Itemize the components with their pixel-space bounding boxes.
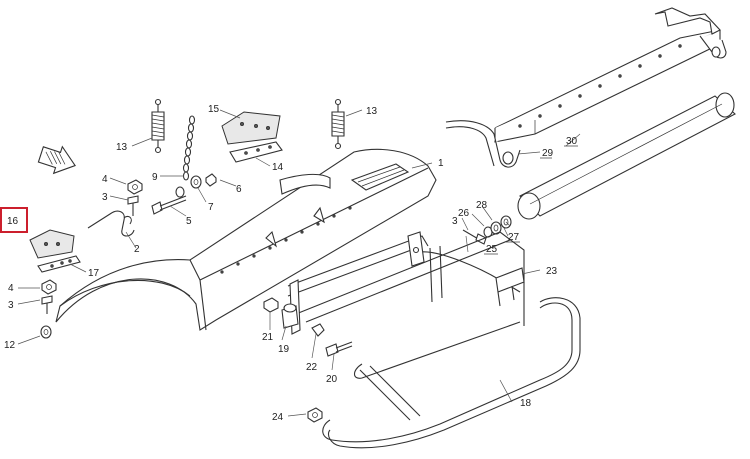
chain-9 [182,115,196,181]
plate-15 [221,111,281,145]
callout-28: 28 [476,200,488,211]
plate-16 [29,229,75,259]
spring-13-left [151,98,165,154]
callout-3-lower: 3 [8,300,14,311]
callout-9: 9 [152,172,158,183]
plate-17 [37,255,81,273]
direction-arrow-icon [37,145,76,175]
callout-2: 2 [134,244,140,255]
callout-underlines [484,145,578,255]
callout-25: 25 [486,244,498,255]
callout-16: 16 [7,216,19,227]
bracket-23 [495,267,525,307]
callout-1: 1 [438,158,444,169]
callout-3-right: 3 [452,216,458,227]
callout-26: 26 [458,208,470,219]
roller-tube-30 [517,92,736,220]
callout-15: 15 [208,104,220,115]
callout-5: 5 [186,216,192,227]
callout-29: 29 [542,148,554,159]
callout-labels: 1 2 3 4 5 6 7 9 13 13 14 15 17 4 3 12 21… [4,104,578,423]
bolt-25 [462,229,487,245]
callout-14: 14 [272,162,284,173]
bushing-19-21 [263,297,299,329]
callout-7: 7 [208,202,214,213]
bolt-20-22 [311,323,353,357]
bolt-5 [151,195,187,215]
callout-6: 6 [236,184,242,195]
frame-18 [287,231,581,449]
callout-24: 24 [272,412,284,423]
washers-26-27-28 [483,215,512,238]
highlighted-callout-16[interactable]: 16 [0,207,28,233]
nut-4-upper [127,179,143,195]
callout-12: 12 [4,340,16,351]
fender-guard-1 [55,148,437,331]
nut-24 [307,407,323,423]
plate-14 [229,141,283,163]
callout-19: 19 [278,344,290,355]
screw-3-upper [127,195,139,216]
callout-3: 3 [102,192,108,203]
callout-27: 27 [508,232,520,243]
nut-4-lower [41,279,57,295]
callout-22: 22 [306,362,318,373]
washer-12 [40,325,52,339]
callout-13-right: 13 [366,106,378,117]
channel-bar-29 [445,7,727,168]
callout-4: 4 [102,174,108,185]
washers-6-7 [175,173,217,198]
callout-13-left: 13 [116,142,128,153]
callout-20: 20 [326,374,338,385]
spring-13-right [331,98,345,150]
callout-30: 30 [566,136,578,147]
callout-23: 23 [546,266,558,277]
callout-18: 18 [520,398,532,409]
callout-4-lower: 4 [8,283,14,294]
leader-lines [17,109,581,417]
spring-clip-2 [87,210,135,237]
callout-17: 17 [88,268,100,279]
screw-3-lower [41,295,53,314]
callout-21: 21 [262,332,274,343]
